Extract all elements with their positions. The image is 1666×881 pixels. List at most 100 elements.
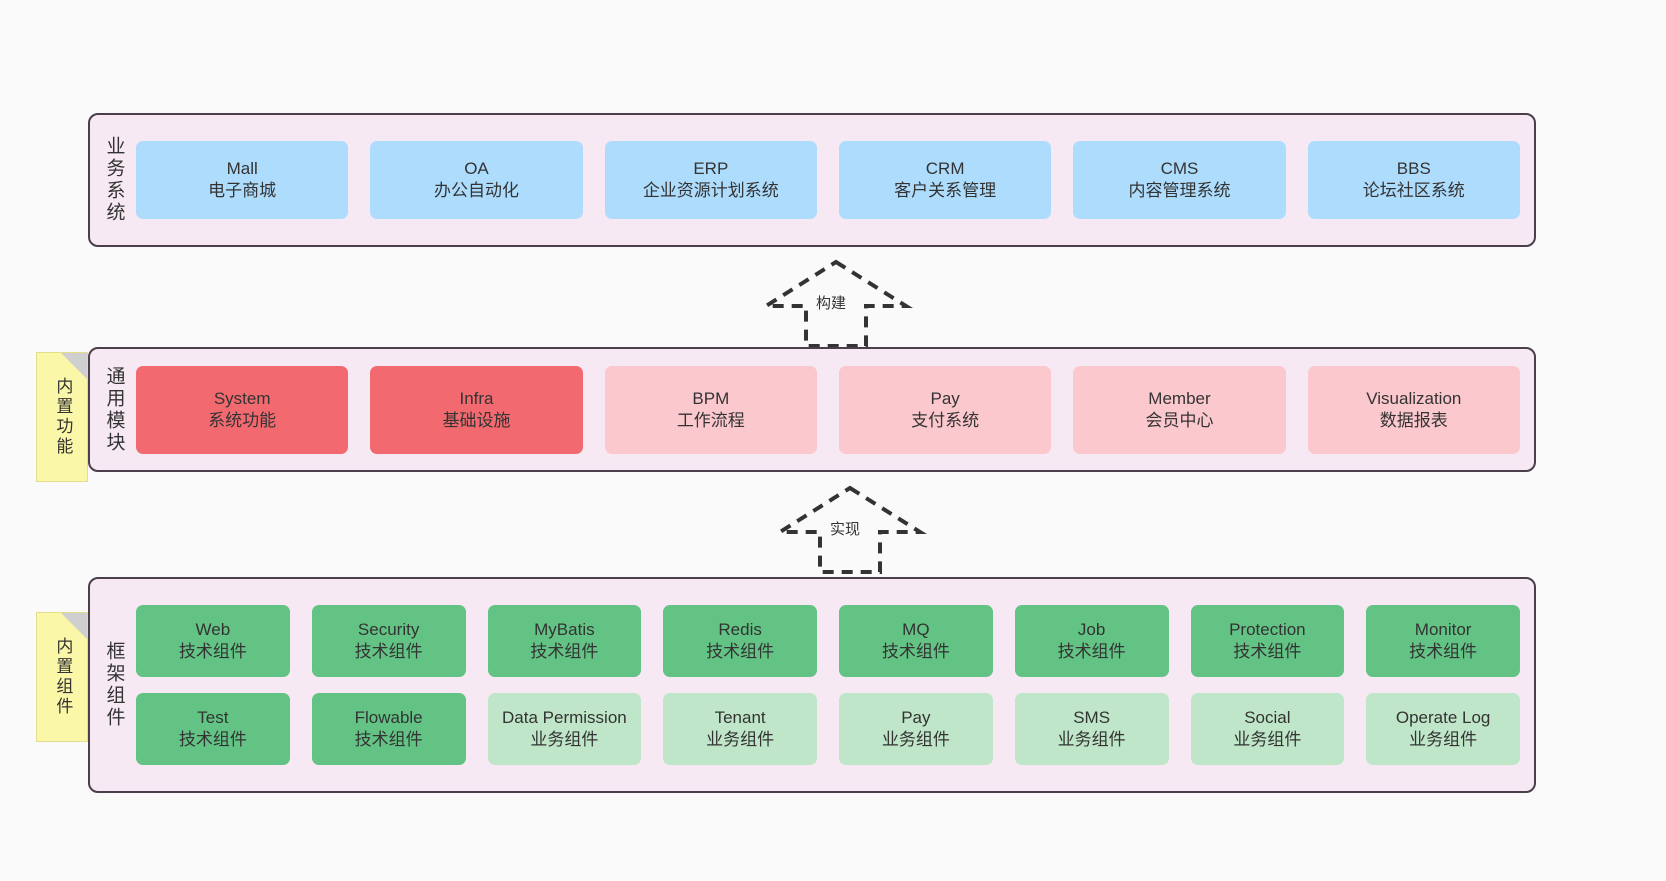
box-en-label: CRM (925, 159, 965, 179)
box-cn-label: 技术组件 (706, 642, 775, 661)
business-box-mall[interactable]: Mall 电子商城 (136, 141, 349, 219)
module-box-member[interactable]: Member 会员中心 (1073, 365, 1286, 454)
framework-box-protection[interactable]: Protection 技术组件 (1190, 605, 1345, 677)
box-en-label: Social (1244, 708, 1291, 728)
sticky-note-builtin-component: 内置组件 (36, 612, 88, 742)
framework-box-security[interactable]: Security 技术组件 (311, 605, 466, 677)
connector-implement: 实现 (770, 484, 930, 574)
generalization-arrow-icon (773, 485, 927, 574)
layer-business-body: Mall 电子商城 OA 办公自动化 ERP 企业资源计划系统 CRM 客户关系… (136, 115, 1534, 245)
framework-box-social[interactable]: Social 业务组件 (1190, 693, 1345, 765)
box-cn-label: 技术组件 (1233, 642, 1302, 661)
box-en-label: OA (464, 159, 489, 179)
module-box-bpm[interactable]: BPM 工作流程 (604, 365, 817, 454)
box-en-label: Redis (718, 620, 762, 640)
module-box-visualization[interactable]: Visualization 数据报表 (1307, 365, 1520, 454)
box-en-label: Data Permission (502, 708, 627, 728)
box-en-label: Flowable (354, 708, 423, 728)
box-cn-label: 数据报表 (1379, 410, 1448, 430)
business-box-bbs[interactable]: BBS 论坛社区系统 (1307, 141, 1520, 219)
layer-module-label: 通用模块 (103, 365, 125, 454)
business-row: Mall 电子商城 OA 办公自动化 ERP 企业资源计划系统 CRM 客户关系… (136, 141, 1520, 219)
box-en-label: Member (1148, 388, 1211, 408)
layer-framework-label: 框架组件 (103, 641, 125, 729)
box-cn-label: 技术组件 (530, 642, 599, 661)
framework-box-operate-log[interactable]: Operate Log 业务组件 (1366, 693, 1520, 765)
business-box-cms[interactable]: CMS 内容管理系统 (1073, 141, 1286, 219)
business-box-oa[interactable]: OA 办公自动化 (370, 141, 583, 219)
framework-box-redis[interactable]: Redis 技术组件 (663, 605, 817, 677)
box-en-label: Web (195, 620, 231, 640)
box-cn-label: 客户关系管理 (894, 181, 997, 200)
module-box-system[interactable]: System 系统功能 (136, 365, 349, 454)
box-en-label: BBS (1396, 159, 1431, 179)
box-cn-label: 技术组件 (178, 730, 247, 749)
layer-module-body: System 系统功能 Infra 基础设施 BPM 工作流程 Pay 支付系统… (136, 349, 1534, 470)
box-en-label: ERP (693, 159, 729, 179)
framework-box-mybatis[interactable]: MyBatis 技术组件 (487, 605, 642, 677)
note-fold-corner-icon (61, 353, 87, 379)
box-cn-label: 电子商城 (208, 181, 277, 200)
framework-box-pay[interactable]: Pay 业务组件 (839, 693, 993, 765)
box-en-label: Infra (459, 388, 494, 408)
business-box-erp[interactable]: ERP 企业资源计划系统 (604, 141, 817, 219)
box-cn-label: 业务组件 (1409, 730, 1478, 749)
sticky-note-label: 内置组件 (53, 637, 73, 717)
framework-box-test[interactable]: Test 技术组件 (136, 693, 290, 765)
connector-implement-label: 实现 (828, 518, 863, 539)
box-en-label: Monitor (1414, 620, 1472, 640)
sticky-note-builtin-function: 内置功能 (36, 352, 88, 482)
box-en-label: Pay (930, 388, 960, 408)
box-cn-label: 业务组件 (706, 730, 775, 749)
connector-build-label: 构建 (814, 292, 849, 313)
box-cn-label: 技术组件 (178, 642, 247, 661)
box-cn-label: 业务组件 (530, 730, 599, 749)
layer-business-label: 业务系统 (103, 136, 125, 224)
box-cn-label: 业务组件 (1057, 730, 1126, 749)
module-row: System 系统功能 Infra 基础设施 BPM 工作流程 Pay 支付系统… (136, 365, 1520, 454)
box-en-label: MQ (902, 620, 930, 640)
box-cn-label: 业务组件 (1233, 730, 1302, 749)
sticky-note-label: 内置功能 (53, 377, 73, 457)
framework-box-sms[interactable]: SMS 业务组件 (1014, 693, 1169, 765)
box-cn-label: 内容管理系统 (1128, 181, 1231, 200)
box-en-label: Protection (1229, 620, 1306, 640)
business-box-crm[interactable]: CRM 客户关系管理 (838, 141, 1052, 219)
layer-business-system: 业务系统 Mall 电子商城 OA 办公自动化 ERP 企业资源计划系统 CRM… (88, 113, 1536, 247)
box-en-label: Test (197, 708, 229, 728)
framework-box-tenant[interactable]: Tenant 业务组件 (663, 693, 817, 765)
box-cn-label: 技术组件 (354, 642, 423, 661)
framework-box-web[interactable]: Web 技术组件 (136, 605, 290, 677)
box-en-label: Tenant (714, 708, 766, 728)
box-cn-label: 工作流程 (676, 410, 745, 430)
box-cn-label: 技术组件 (1409, 642, 1478, 661)
framework-business-row: Test 技术组件 Flowable 技术组件 Data Permission … (136, 693, 1520, 765)
layer-framework-component: 框架组件 Web 技术组件 Security 技术组件 MyBatis 技术组件… (88, 577, 1536, 793)
framework-tech-row: Web 技术组件 Security 技术组件 MyBatis 技术组件 Redi… (136, 605, 1520, 677)
box-en-label: Job (1077, 620, 1106, 640)
framework-box-data-permission[interactable]: Data Permission 业务组件 (487, 693, 642, 765)
framework-box-monitor[interactable]: Monitor 技术组件 (1366, 605, 1520, 677)
layer-common-module: 通用模块 System 系统功能 Infra 基础设施 BPM 工作流程 Pay… (88, 347, 1536, 472)
box-cn-label: 支付系统 (911, 410, 980, 430)
box-en-label: Mall (226, 159, 258, 179)
box-cn-label: 基础设施 (442, 410, 511, 430)
box-en-label: BPM (692, 388, 730, 408)
box-cn-label: 会员中心 (1145, 410, 1214, 430)
box-cn-label: 系统功能 (208, 410, 277, 430)
box-cn-label: 办公自动化 (433, 181, 519, 200)
box-en-label: CMS (1160, 159, 1199, 179)
box-cn-label: 企业资源计划系统 (642, 181, 779, 200)
box-cn-label: 技术组件 (1057, 642, 1126, 661)
framework-box-mq[interactable]: MQ 技术组件 (839, 605, 993, 677)
module-box-pay[interactable]: Pay 支付系统 (838, 365, 1052, 454)
box-cn-label: 论坛社区系统 (1362, 181, 1465, 200)
box-en-label: Visualization (1366, 388, 1462, 408)
module-box-infra[interactable]: Infra 基础设施 (370, 365, 583, 454)
framework-box-job[interactable]: Job 技术组件 (1014, 605, 1169, 677)
box-cn-label: 技术组件 (881, 642, 950, 661)
framework-box-flowable[interactable]: Flowable 技术组件 (311, 693, 466, 765)
box-en-label: Pay (901, 708, 931, 728)
generalization-arrow-icon (759, 259, 913, 348)
box-en-label: Operate Log (1395, 708, 1491, 728)
